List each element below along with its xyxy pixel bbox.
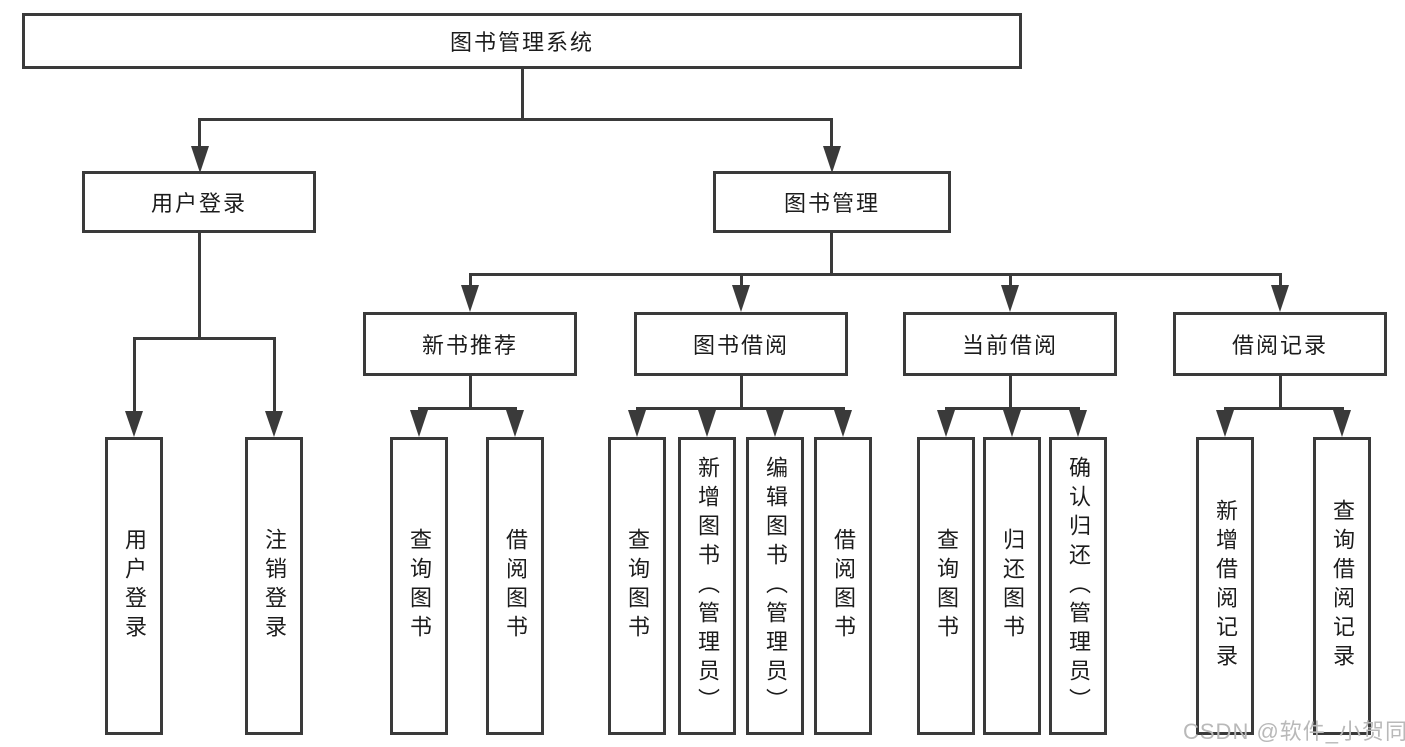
leaf-label: 查询图书 [625, 528, 650, 644]
leaf-label: 查询图书 [934, 528, 959, 644]
leaf-label: 查询图书 [407, 528, 432, 644]
arrowhead-down-icon [265, 411, 283, 437]
node-label: 新书推荐 [421, 333, 518, 358]
node-user-login: 用户登录 [82, 171, 316, 233]
connector-drop-new-book-rec [469, 276, 472, 285]
connector-book-management-hbar [469, 273, 1282, 276]
connector-drop-leaf-logout [273, 340, 276, 411]
connector-borrow-records-hbar [1224, 407, 1344, 410]
arrowhead-down-icon [766, 410, 784, 437]
leaf-confirm-return-admin: 确认归还（管理员） [1049, 437, 1107, 735]
node-label: 图书管理 [783, 191, 880, 216]
arrowhead-down-icon [1001, 285, 1019, 312]
arrowhead-down-icon [410, 410, 428, 437]
leaf-query-books-nbr: 查询图书 [390, 437, 448, 735]
connector-drop-book-borrow [740, 276, 743, 285]
connector-book-management-stem [830, 233, 833, 273]
connector-current-borrow-stem [1009, 376, 1012, 407]
leaf-return-books: 归还图书 [983, 437, 1041, 735]
arrowhead-down-icon [937, 410, 955, 437]
node-borrowing-records: 借阅记录 [1173, 312, 1387, 376]
leaf-query-books-bb: 查询图书 [608, 437, 666, 735]
leaf-borrow-books-nbr: 借阅图书 [486, 437, 544, 735]
leaf-borrow-books-bb: 借阅图书 [814, 437, 872, 735]
connector-book-borrow-stem [740, 376, 743, 407]
leaf-query-borrow-record: 查询借阅记录 [1313, 437, 1371, 735]
leaf-edit-books-admin: 编辑图书（管理员） [746, 437, 804, 735]
connector-drop-leaf-user-login [133, 340, 136, 411]
connector-new-book-rec-hbar [418, 407, 517, 410]
arrowhead-down-icon [823, 146, 841, 173]
connector-borrow-records-stem [1279, 376, 1282, 407]
arrowhead-down-icon [1216, 410, 1234, 437]
connector-drop-book-management [830, 121, 833, 146]
arrowhead-down-icon [698, 410, 716, 437]
node-label: 图书借阅 [692, 333, 789, 358]
connector-book-borrow-hbar [636, 407, 845, 410]
arrowhead-down-icon [191, 146, 209, 173]
arrowhead-down-icon [834, 410, 852, 437]
leaf-add-borrow-record: 新增借阅记录 [1196, 437, 1254, 735]
leaf-label: 用户登录 [122, 528, 147, 644]
csdn-watermark: CSDN @软件_小贺同学 [1183, 719, 1405, 744]
leaf-label: 借阅图书 [831, 528, 856, 644]
arrowhead-down-icon [125, 411, 143, 437]
node-library-management-system: 图书管理系统 [22, 13, 1022, 69]
connector-new-book-rec-stem [469, 376, 472, 407]
node-book-borrowing: 图书借阅 [634, 312, 848, 376]
connector-drop-user-login [198, 121, 201, 146]
leaf-label: 归还图书 [1000, 528, 1025, 644]
connector-drop-current-borrow [1009, 276, 1012, 285]
arrowhead-down-icon [461, 285, 479, 312]
arrowhead-down-icon [1333, 410, 1351, 437]
leaf-label: 确认归还（管理员） [1066, 455, 1091, 717]
node-label: 图书管理系统 [449, 30, 594, 55]
connector-root-hbar [198, 118, 833, 121]
connector-user-login-stem [198, 233, 201, 337]
leaf-label: 查询借阅记录 [1330, 499, 1355, 673]
leaf-label: 新增借阅记录 [1213, 499, 1238, 673]
leaf-add-books-admin: 新增图书（管理员） [678, 437, 736, 735]
connector-drop-borrow-records [1279, 276, 1282, 285]
node-current-borrowing: 当前借阅 [903, 312, 1117, 376]
leaf-user-login: 用户登录 [105, 437, 163, 735]
arrowhead-down-icon [1271, 285, 1289, 312]
connector-root-stem [521, 69, 524, 118]
arrowhead-down-icon [628, 410, 646, 437]
leaf-label: 借阅图书 [503, 528, 528, 644]
leaf-label: 编辑图书（管理员） [763, 455, 788, 717]
arrowhead-down-icon [1003, 410, 1021, 437]
node-label: 用户登录 [150, 191, 247, 216]
connector-current-borrow-hbar [945, 407, 1080, 410]
node-book-management: 图书管理 [713, 171, 951, 233]
leaf-query-books-cb: 查询图书 [917, 437, 975, 735]
arrowhead-down-icon [1069, 410, 1087, 437]
node-label: 当前借阅 [961, 333, 1058, 358]
node-new-book-recommendation: 新书推荐 [363, 312, 577, 376]
arrowhead-down-icon [732, 285, 750, 312]
leaf-label: 新增图书（管理员） [695, 455, 720, 717]
node-label: 借阅记录 [1231, 333, 1328, 358]
leaf-label: 注销登录 [262, 528, 287, 644]
leaf-logout: 注销登录 [245, 437, 303, 735]
arrowhead-down-icon [506, 410, 524, 437]
connector-user-login-hbar [133, 337, 276, 340]
